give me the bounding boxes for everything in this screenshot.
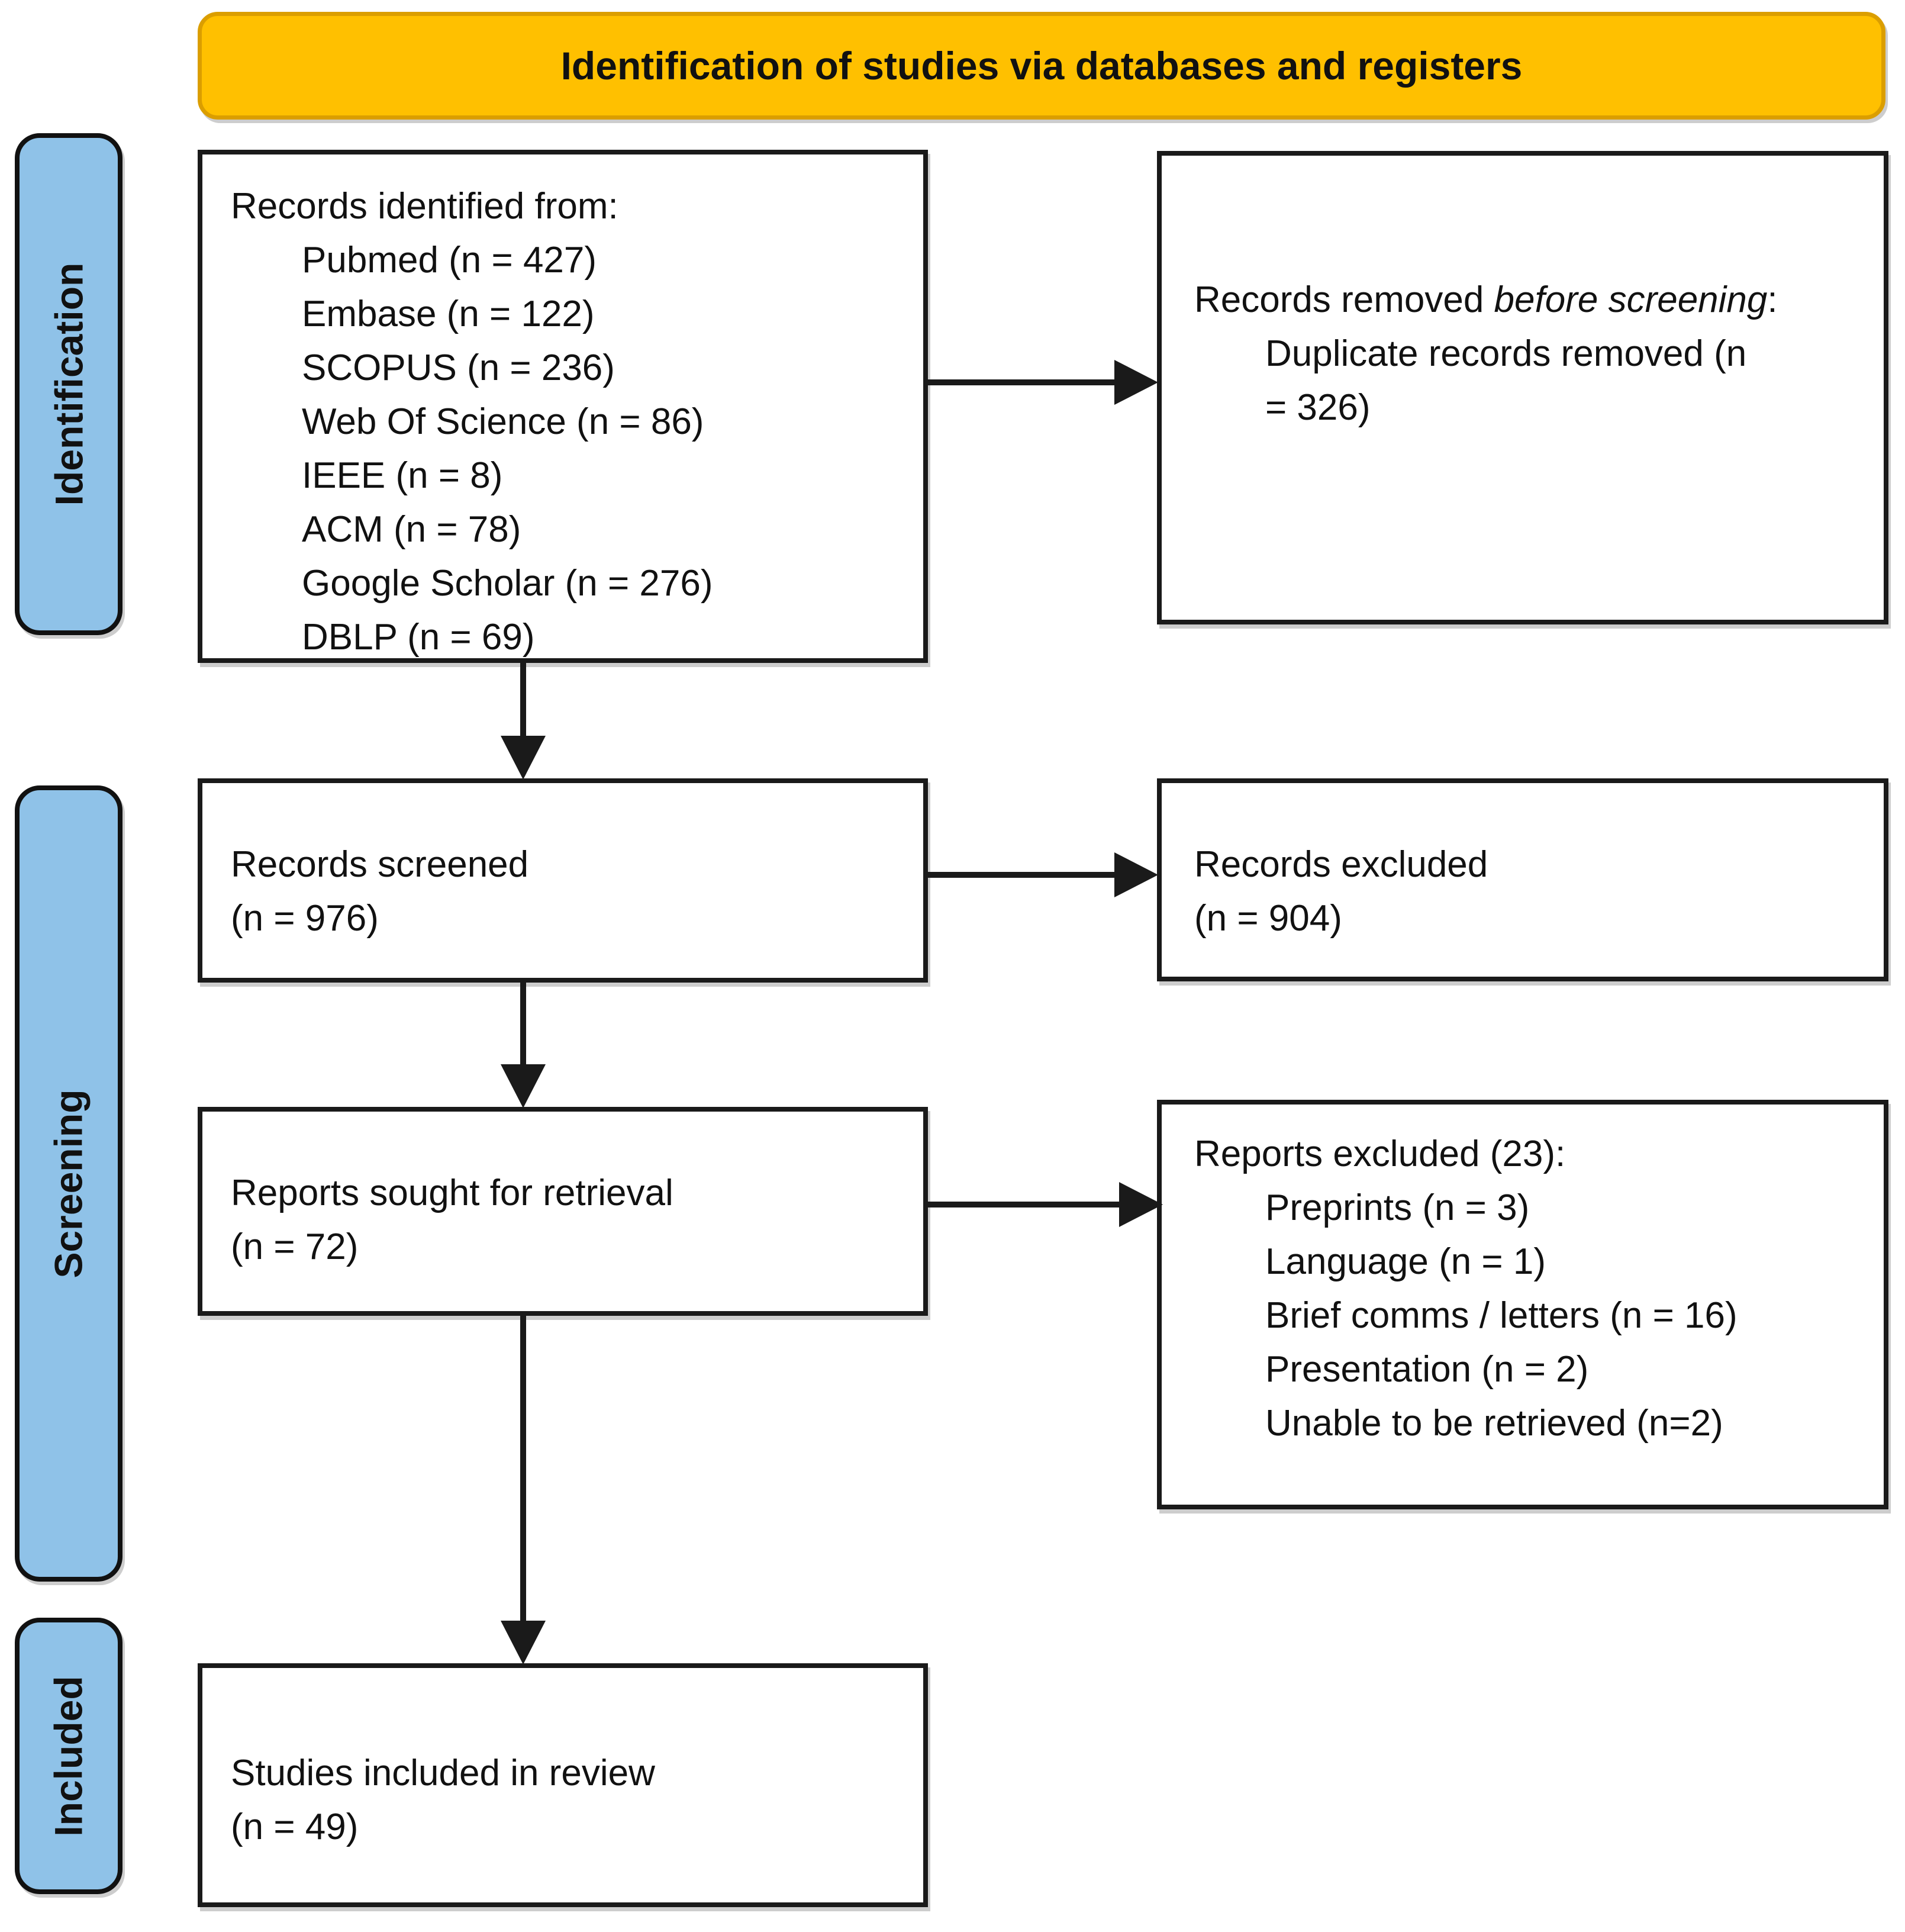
arrow-shaft — [520, 983, 526, 1064]
box-reports-sought: Reports sought for retrieval (n = 72) — [198, 1107, 928, 1316]
records-removed-intro: Records removed before screening: — [1194, 273, 1786, 327]
records-removed-intro-suffix: : — [1767, 279, 1778, 320]
reports-sought-count: (n = 72) — [231, 1226, 359, 1267]
arrow-shaft — [928, 1202, 1119, 1208]
arrow-screened-to-sought — [501, 983, 546, 1108]
studies-included-label: Studies included in review — [231, 1753, 655, 1793]
arrow-identified-to-screened — [501, 663, 546, 780]
source-google-scholar: Google Scholar (n = 276) — [302, 563, 713, 604]
reports-excluded-intro: Reports excluded (23): — [1194, 1134, 1566, 1174]
studies-included-count: (n = 49) — [231, 1807, 359, 1847]
box-records-removed: Records removed before screening: Duplic… — [1157, 151, 1888, 624]
source-ieee: IEEE (n = 8) — [302, 455, 503, 496]
source-pubmed: Pubmed (n = 427) — [302, 240, 597, 281]
arrow-identified-to-removed — [928, 360, 1158, 405]
reports-sought-label: Reports sought for retrieval — [231, 1173, 673, 1213]
arrowhead-down-icon — [501, 1064, 546, 1108]
excluded-preprints: Preprints (n = 3) — [1265, 1187, 1530, 1228]
excluded-language: Language (n = 1) — [1265, 1241, 1546, 1282]
banner-identification-of-studies: Identification of studies via databases … — [198, 12, 1885, 120]
arrow-sought-to-reports-excluded — [928, 1182, 1163, 1227]
stage-identification-label: Identification — [47, 262, 91, 506]
source-acm: ACM (n = 78) — [302, 509, 521, 550]
arrowhead-right-icon — [1114, 852, 1158, 897]
box-records-excluded: Records excluded (n = 904) — [1157, 778, 1888, 981]
box-studies-included: Studies included in review (n = 49) — [198, 1663, 928, 1907]
excluded-brief-comms: Brief comms / letters (n = 16) — [1265, 1295, 1738, 1336]
stage-included-label: Included — [47, 1675, 91, 1837]
arrow-shaft — [928, 872, 1114, 878]
stage-included: Included — [15, 1618, 123, 1894]
arrowhead-right-icon — [1114, 360, 1158, 405]
arrow-screened-to-excluded — [928, 852, 1158, 897]
source-web-of-science: Web Of Science (n = 86) — [302, 401, 704, 442]
excluded-presentation: Presentation (n = 2) — [1265, 1349, 1589, 1390]
records-identified-intro: Records identified from: — [231, 186, 618, 227]
arrow-shaft — [928, 379, 1114, 385]
arrowhead-down-icon — [501, 1621, 546, 1664]
records-excluded-count: (n = 904) — [1194, 898, 1342, 939]
duplicates-removed-item: Duplicate records removed (n = 326) — [1265, 333, 1747, 428]
records-screened-count: (n = 976) — [231, 898, 379, 939]
box-reports-excluded: Reports excluded (23): Preprints (n = 3)… — [1157, 1100, 1888, 1509]
box-records-identified: Records identified from: Pubmed (n = 427… — [198, 150, 928, 663]
stage-screening-label: Screening — [47, 1089, 91, 1279]
arrowhead-right-icon — [1119, 1182, 1163, 1227]
source-dblp: DBLP (n = 69) — [302, 617, 535, 658]
excluded-unretrieved: Unable to be retrieved (n=2) — [1265, 1403, 1723, 1444]
stage-screening: Screening — [15, 785, 123, 1582]
arrow-shaft — [520, 663, 526, 736]
records-excluded-label: Records excluded — [1194, 844, 1488, 885]
box-records-screened: Records screened (n = 976) — [198, 778, 928, 983]
arrowhead-down-icon — [501, 736, 546, 780]
records-removed-intro-italic: before screening — [1494, 279, 1768, 320]
records-removed-intro-prefix: Records removed — [1194, 279, 1494, 320]
arrow-sought-to-included — [501, 1315, 546, 1664]
stage-identification: Identification — [15, 133, 123, 635]
records-screened-label: Records screened — [231, 844, 529, 885]
banner-title: Identification of studies via databases … — [560, 44, 1523, 88]
source-scopus: SCOPUS (n = 236) — [302, 347, 615, 388]
arrow-shaft — [520, 1315, 526, 1621]
source-embase: Embase (n = 122) — [302, 294, 595, 334]
